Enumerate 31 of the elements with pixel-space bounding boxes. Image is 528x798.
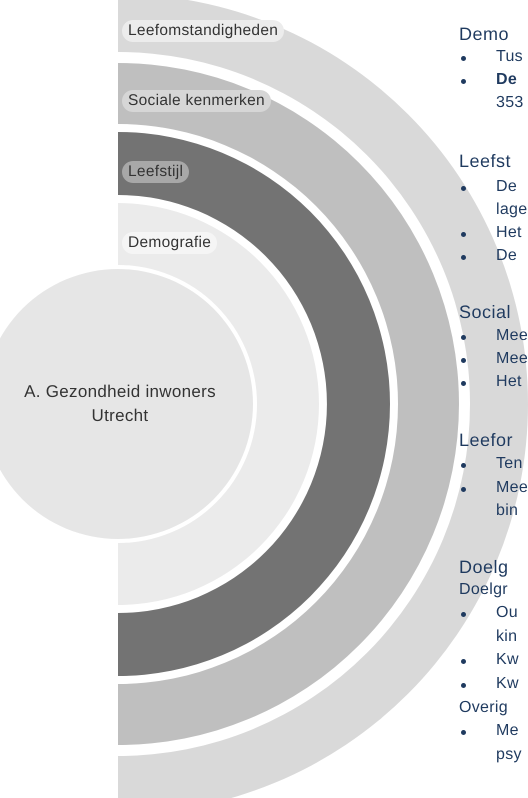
layer-label: Leefomstandigheden <box>122 20 284 42</box>
subheading: Doelgr <box>459 581 508 599</box>
list-item-text: Kw <box>496 651 519 669</box>
section-heading: Leefor <box>459 430 514 451</box>
subheading: Overig <box>459 699 508 717</box>
list-item-text: Mee <box>496 327 528 345</box>
list-item-text: kin <box>496 628 518 646</box>
list-item-text: psy <box>496 746 522 764</box>
section-heading: Doelg <box>459 557 509 578</box>
layer-label: Demografie <box>122 232 218 254</box>
list-item-text: Het <box>496 373 522 391</box>
list-item-text: Kw <box>496 675 519 693</box>
section-heading: Leefst <box>459 151 512 172</box>
list-item-text: Ou <box>496 604 518 622</box>
list-item-text: Mee <box>496 350 528 368</box>
list-item-text: bin <box>496 502 518 520</box>
center-label: A. Gezondheid inwoners Utrecht <box>23 381 217 427</box>
section-heading: Demo <box>459 24 510 45</box>
list-item-text: De <box>496 247 518 265</box>
section-heading: Social <box>459 302 512 323</box>
list-item-text: Ten <box>496 455 523 473</box>
list-item-text: De <box>496 71 518 89</box>
list-item-text: Mee <box>496 479 528 497</box>
list-item-text: Me <box>496 722 519 740</box>
list-item-text: Tus <box>496 48 523 66</box>
list-item-text: 353 <box>496 94 524 112</box>
list-item-text: De <box>496 178 518 196</box>
layer-label: Sociale kenmerken <box>122 90 271 112</box>
list-item-text: lage <box>496 201 528 219</box>
list-item-text: Het <box>496 224 522 242</box>
layer-label: Leefstijl <box>122 161 190 183</box>
